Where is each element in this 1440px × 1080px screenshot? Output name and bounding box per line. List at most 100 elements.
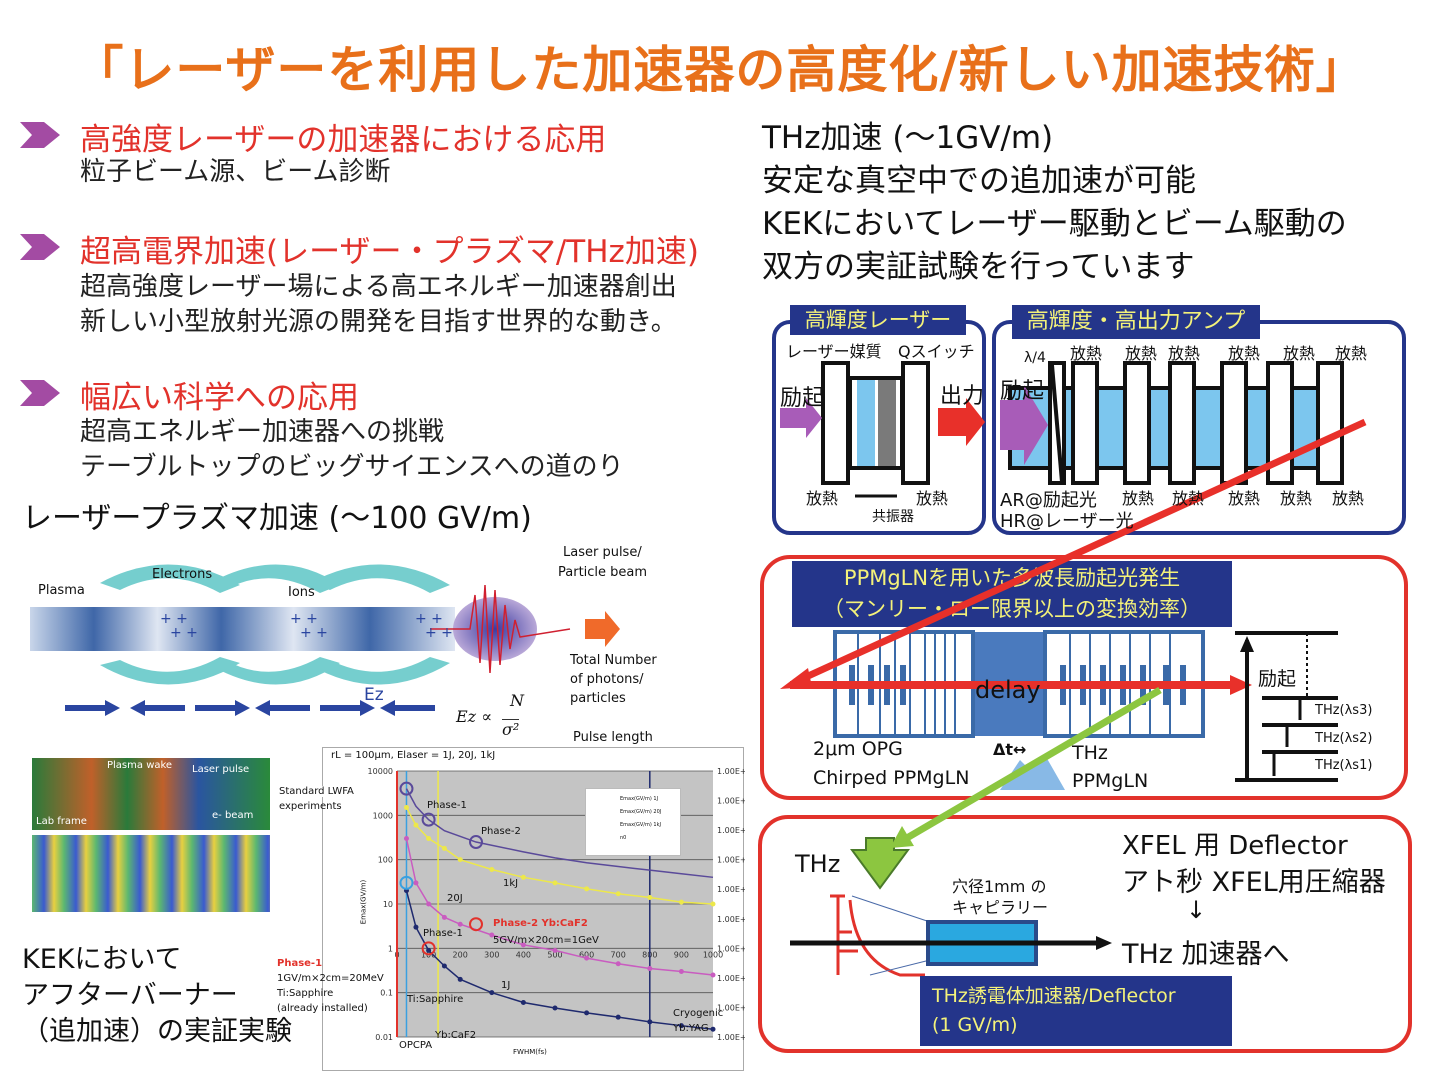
label-particle-beam: Particle beam xyxy=(558,565,648,580)
bullet-heading: 超高電界加速(レーザー・プラズマ/THz加速) xyxy=(80,234,699,270)
label-heat: 放熱 xyxy=(1335,344,1368,363)
bullet-line: テーブルトップのビッグサイエンスへの道のり xyxy=(80,452,624,482)
bullet-line: 新しい小型放射光源の開発を目指す世界的な動き。 xyxy=(80,307,677,337)
amplifier-title: 高輝度・高出力アンプ xyxy=(1012,305,1260,339)
plot-title: rL = 100μm, Elaser = 1J, 20J, 1kJ xyxy=(331,750,496,761)
label-atto-compressor: アト秒 XFEL用圧縮器 xyxy=(1122,867,1386,898)
ppmgln-box xyxy=(760,555,1408,800)
ppmgln-title-line: （マンリー・ロー限界以上の変換効率） xyxy=(823,597,1201,621)
ppmgln-title: PPMgLNを用いた多波長励起光発生 （マンリー・ロー限界以上の変換効率） xyxy=(792,561,1232,627)
right-tick-label: 1.00E+11 xyxy=(717,1003,745,1012)
label-thz-s1: THz(λs1) xyxy=(1315,758,1373,773)
thz-accelerator-box xyxy=(758,815,1412,1053)
q-switch xyxy=(878,380,896,466)
data-point-1kJ xyxy=(426,836,432,842)
label-ions: Ions xyxy=(288,585,315,600)
data-point-20J xyxy=(584,955,590,961)
annot-cryogenic: Cryogenic xyxy=(673,1008,724,1019)
slide-title: 「レーザーを利用した加速器の高度化/新しい加速技術」 xyxy=(73,41,1367,99)
annot-yb-caf2: Yb:CaF2 xyxy=(435,1030,477,1041)
data-point-1kJ xyxy=(403,805,409,811)
data-point-1kJ xyxy=(489,867,495,873)
label-total-number: Total Number xyxy=(570,653,657,668)
y-tick-label: 0.1 xyxy=(380,989,393,998)
label-e-beam: e- beam xyxy=(212,810,254,821)
formula-denominator: σ² xyxy=(502,719,520,739)
label-ppmgln: PPMgLN xyxy=(1072,770,1149,792)
data-point-1kJ xyxy=(678,899,684,905)
label-delay: delay xyxy=(975,676,1041,704)
right-tick-label: 1.00E+15 xyxy=(717,885,745,894)
x-tick-label: 1000 xyxy=(703,950,723,959)
data-point-1J xyxy=(552,1005,558,1011)
bullet-heading: 幅広い科学への応用 xyxy=(80,380,359,416)
annot-1j: 1J xyxy=(501,980,511,991)
label-output: 出力 xyxy=(940,384,985,409)
label-sim-laser: Laser pulse xyxy=(192,764,250,775)
laser-medium xyxy=(857,380,875,466)
plasma-heading: レーザープラズマ加速 (～100 GV/m) xyxy=(22,501,532,536)
data-point-1J xyxy=(584,1010,590,1016)
label-capillary-1: 穴径1mm の xyxy=(952,877,1047,896)
label-heat: 放熱 xyxy=(1070,344,1103,363)
label-level-excite: 励起 xyxy=(1258,668,1297,690)
data-point-20J xyxy=(520,942,526,948)
label-heat: 放熱 xyxy=(916,489,949,508)
thz-pulse-shape xyxy=(830,894,925,977)
legend-item: n0 xyxy=(620,835,627,841)
y-tick-label: 100 xyxy=(378,856,393,865)
y-tick-label: 1000 xyxy=(373,811,393,820)
x-tick-label: 600 xyxy=(579,950,594,959)
label-thz-accelerator: THz 加速器へ xyxy=(1122,939,1290,970)
x-tick-label: 900 xyxy=(674,950,689,959)
label-heat: 放熱 xyxy=(1280,489,1313,508)
data-point-1J xyxy=(489,990,495,996)
annot-phase1-red: Phase-1 xyxy=(277,958,323,969)
label-laser-pulse: Laser pulse/ xyxy=(563,545,642,560)
label-ez: Ez xyxy=(364,685,384,705)
data-point-1kJ xyxy=(552,880,558,886)
data-point-20J xyxy=(413,880,419,886)
annot-opcpa: OPCPA xyxy=(399,1040,433,1051)
label-thz-input: THz xyxy=(795,850,841,878)
annot-tisapphire: Ti:Sapphire xyxy=(277,988,334,999)
legend-item: Emax(GV/m) 1kJ xyxy=(620,822,661,828)
label-hr-coating: HR@レーザー光 xyxy=(1000,511,1134,532)
formula-lhs: Ez ∝ xyxy=(456,707,493,726)
data-point-1kJ xyxy=(441,845,447,851)
annot-phase1: Phase-1 xyxy=(427,800,467,811)
data-point-20J xyxy=(615,961,621,967)
data-point-20J xyxy=(457,921,463,927)
label-heat: 放熱 xyxy=(806,489,839,508)
data-point-1J xyxy=(678,1023,684,1029)
output-arrow-icon xyxy=(938,398,985,446)
amp-excite-arrow-icon xyxy=(1000,385,1048,465)
down-arrow-icon: ↓ xyxy=(1186,896,1207,924)
data-point-1kJ xyxy=(647,895,653,901)
label-resonator: 共振器 xyxy=(872,509,914,525)
annot-phase1-b: Phase-1 xyxy=(423,928,463,939)
label-capillary-2: キャピラリー xyxy=(952,898,1049,917)
right-tick-label: 1.00E+17 xyxy=(717,826,745,835)
thz-dielectric-label: THz誘電体加速器/Deflector (1 GV/m) xyxy=(920,976,1232,1046)
red-beam-arrow xyxy=(793,418,1367,686)
label-heat: 放熱 xyxy=(1228,344,1261,363)
x-tick-label: 300 xyxy=(484,950,499,959)
data-point-1kJ xyxy=(584,886,590,892)
svg-text:+ +: + + xyxy=(160,611,188,627)
annot-installed: (already installed) xyxy=(277,1003,368,1014)
data-point-20J xyxy=(678,969,684,975)
highlight-circle xyxy=(469,835,483,850)
label-q-switch: Qスイッチ xyxy=(898,342,975,361)
excite-arrow-icon xyxy=(780,398,822,438)
annot-phase2: Phase-2 xyxy=(481,826,521,837)
data-point-1J xyxy=(647,1019,653,1025)
right-tick-label: 1.00E+12 xyxy=(717,974,745,983)
label-heat: 放熱 xyxy=(1172,489,1205,508)
highlight-circle xyxy=(469,917,483,932)
label-plasma-wake: Plasma wake xyxy=(107,760,173,771)
formula-numerator: N xyxy=(510,691,524,710)
right-tick-label: 1.00E+14 xyxy=(717,915,745,924)
data-point-20J xyxy=(403,836,409,842)
label-thz-s3: THz(λs3) xyxy=(1315,703,1373,718)
